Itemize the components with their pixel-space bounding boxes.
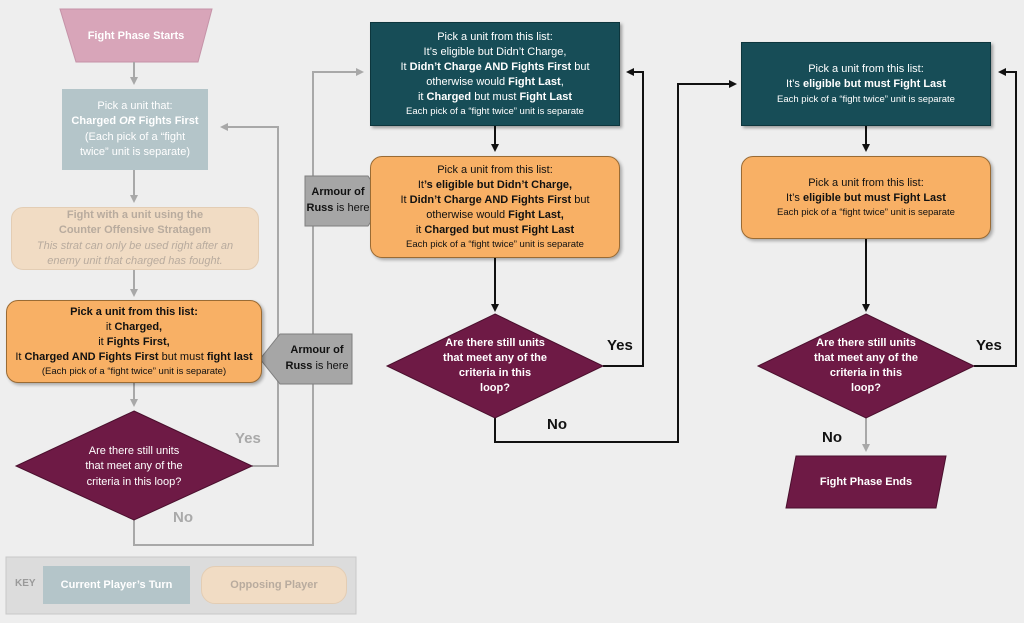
middle-pick-top-box: Pick a unit from this list: It’s eligibl… [370, 22, 620, 126]
left-pick-list-box: Pick a unit from this list: it Charged, … [6, 300, 262, 383]
middle-decision-text: Are there still units that meet any of t… [443, 336, 547, 395]
left-decision-text: Are there still units that meet any of t… [85, 445, 183, 488]
key-current-player: Current Player’s Turn [43, 566, 190, 604]
arrow-left-no-to-middle [133, 68, 364, 546]
left-callout-shape [259, 333, 353, 385]
arrow-right-yes-loop [974, 68, 1017, 367]
end-terminal-shape [785, 455, 947, 509]
right-yes-label: Yes [976, 337, 1002, 354]
right-decision-diamond [756, 313, 976, 419]
arrow-left-yes-loop [220, 123, 279, 467]
start-label: Fight Phase Starts [87, 29, 185, 42]
key-opposing-player: Opposing Player [201, 566, 347, 604]
middle-pick-bottom-box: Pick a unit from this list: It’s eligibl… [370, 156, 620, 258]
start-terminal-shape [59, 8, 213, 63]
left-decision-diamond [14, 410, 254, 521]
middle-decision-diamond [385, 313, 605, 419]
right-pick-top-box: Pick a unit from this list: It’s eligibl… [741, 42, 991, 126]
right-decision-text: Are there still units that meet any of t… [814, 336, 918, 395]
left-pick-first-box: Pick a unit that: Charged OR Fights Firs… [62, 89, 208, 170]
left-callout-text: Armour of Russ is here [285, 344, 349, 372]
left-stratagem-box: Fight with a unit using the Counter Offe… [11, 207, 259, 270]
arrow-mid-no-to-right [494, 80, 737, 443]
end-label: Fight Phase Ends [819, 476, 913, 488]
left-yes-label: Yes [235, 430, 261, 447]
left-no-label: No [173, 509, 193, 526]
key-title: KEY [15, 578, 36, 589]
right-no-label: No [822, 429, 842, 446]
middle-no-label: No [547, 416, 567, 433]
arrow-mid-yes-loop [603, 68, 644, 367]
middle-yes-label: Yes [607, 337, 633, 354]
right-pick-bottom-box: Pick a unit from this list: It’s eligibl… [741, 156, 991, 239]
middle-callout-text: Armour of Russ is here [306, 186, 370, 214]
